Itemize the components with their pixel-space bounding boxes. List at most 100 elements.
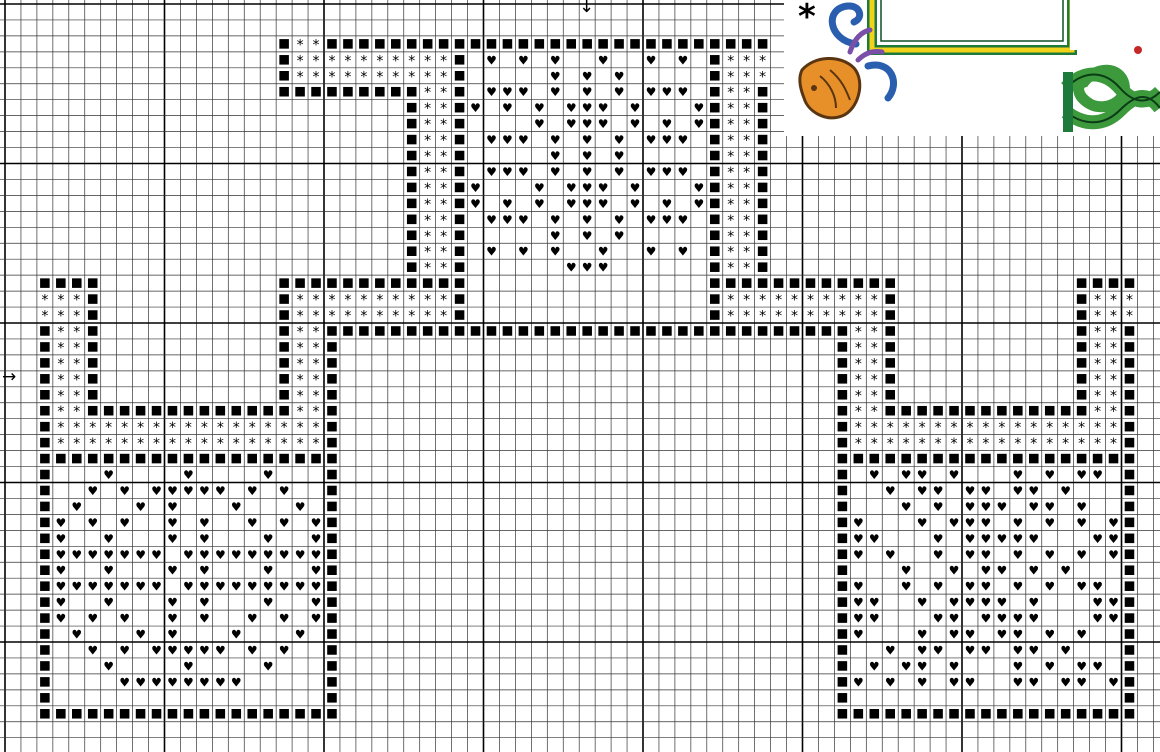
stitch-filled-square — [263, 454, 273, 464]
stitch-filled-square — [885, 278, 895, 288]
stitch-asterisk: * — [743, 309, 750, 325]
stitch-heart: ♥ — [199, 580, 210, 594]
stitch-heart: ♥ — [199, 643, 210, 657]
stitch-filled-square — [40, 693, 50, 703]
stitch-asterisk: * — [855, 293, 862, 309]
stitch-filled-square — [1125, 613, 1135, 623]
stitch-filled-square — [279, 358, 289, 368]
stitch-filled-square — [40, 406, 50, 416]
stitch-heart: ♥ — [199, 612, 210, 626]
stitch-filled-square — [72, 454, 82, 464]
stitch-filled-square — [439, 326, 449, 336]
stitch-heart: ♥ — [486, 165, 497, 179]
stitch-heart: ♥ — [1092, 580, 1103, 594]
stitch-asterisk: * — [344, 293, 351, 309]
stitch-filled-square — [885, 709, 895, 719]
stitch-filled-square — [279, 278, 289, 288]
stitch-heart: ♥ — [231, 500, 242, 514]
stitch-filled-square — [1125, 677, 1135, 687]
stitch-asterisk: * — [201, 436, 208, 452]
stitch-heart: ♥ — [534, 101, 545, 115]
stitch-heart: ♥ — [949, 564, 960, 578]
stitch-heart: ♥ — [1028, 643, 1039, 657]
stitch-asterisk: * — [105, 436, 112, 452]
stitch-filled-square — [327, 358, 337, 368]
stitch-asterisk: * — [185, 420, 192, 436]
stitch-asterisk: * — [313, 420, 320, 436]
stitch-filled-square — [295, 87, 305, 97]
stitch-filled-square — [455, 119, 465, 129]
stitch-heart: ♥ — [550, 165, 561, 179]
stitch-filled-square — [423, 278, 433, 288]
stitch-filled-square — [535, 326, 545, 336]
stitch-filled-square — [359, 87, 369, 97]
stitch-heart: ♥ — [215, 548, 226, 562]
stitch-asterisk: * — [424, 197, 431, 213]
stitch-heart: ♥ — [550, 213, 561, 227]
stitch-heart: ♥ — [470, 101, 481, 115]
stitch-asterisk: * — [727, 133, 734, 149]
stitch-filled-square — [168, 454, 178, 464]
stitch-filled-square — [88, 406, 98, 416]
stitch-filled-square — [710, 246, 720, 256]
stitch-asterisk: * — [1094, 372, 1101, 388]
stitch-heart: ♥ — [167, 500, 178, 514]
stitch-heart: ♥ — [183, 484, 194, 498]
stitch-heart: ♥ — [566, 101, 577, 115]
stitch-filled-square — [790, 326, 800, 336]
stitch-filled-square — [455, 183, 465, 193]
stitch-filled-square — [758, 167, 768, 177]
stitch-heart: ♥ — [502, 133, 513, 147]
stitch-asterisk: * — [360, 293, 367, 309]
stitch-filled-square — [295, 709, 305, 719]
stitch-heart: ♥ — [1092, 532, 1103, 546]
stitch-filled-square — [838, 629, 848, 639]
stitch-filled-square — [1077, 709, 1087, 719]
stitch-heart: ♥ — [247, 484, 258, 498]
stitch-filled-square — [1109, 709, 1119, 719]
stitch-heart: ♥ — [502, 101, 513, 115]
stitch-asterisk: * — [121, 436, 128, 452]
stitch-asterisk: * — [743, 293, 750, 309]
stitch-heart: ♥ — [215, 643, 226, 657]
stitch-filled-square — [232, 709, 242, 719]
stitch-heart: ♥ — [949, 675, 960, 689]
stitch-heart: ♥ — [183, 643, 194, 657]
stitch-asterisk: * — [408, 53, 415, 69]
stitch-heart: ♥ — [311, 532, 322, 546]
stitch-filled-square — [40, 709, 50, 719]
stitch-asterisk: * — [233, 436, 240, 452]
stitch-asterisk: * — [57, 293, 64, 309]
stitch-filled-square — [1077, 294, 1087, 304]
stitch-filled-square — [391, 87, 401, 97]
stitch-filled-square — [1125, 534, 1135, 544]
stitch-heart: ♥ — [295, 628, 306, 642]
stitch-heart: ♥ — [582, 181, 593, 195]
stitch-heart: ♥ — [981, 596, 992, 610]
stitch-heart: ♥ — [1012, 468, 1023, 482]
stitch-asterisk: * — [169, 436, 176, 452]
stitch-filled-square — [630, 39, 640, 49]
stitch-filled-square — [455, 199, 465, 209]
stitch-filled-square — [455, 262, 465, 272]
stitch-filled-square — [455, 39, 465, 49]
preview-frame — [872, 0, 1160, 50]
stitch-asterisk: * — [313, 324, 320, 340]
stitch-heart: ♥ — [199, 548, 210, 562]
stitch-asterisk: * — [89, 420, 96, 436]
stitch-heart: ♥ — [55, 516, 66, 530]
stitch-filled-square — [870, 454, 880, 464]
stitch-filled-square — [407, 199, 417, 209]
stitch-asterisk: * — [1094, 340, 1101, 356]
stitch-filled-square — [981, 406, 991, 416]
stitch-filled-square — [279, 87, 289, 97]
stitch-filled-square — [487, 39, 497, 49]
stitch-asterisk: * — [743, 117, 750, 133]
stitch-asterisk: * — [424, 133, 431, 149]
stitch-asterisk: * — [392, 69, 399, 85]
stitch-asterisk: * — [408, 293, 415, 309]
stitch-asterisk: * — [313, 388, 320, 404]
stitch-filled-square — [343, 39, 353, 49]
stitch-filled-square — [279, 310, 289, 320]
stitch-filled-square — [375, 87, 385, 97]
